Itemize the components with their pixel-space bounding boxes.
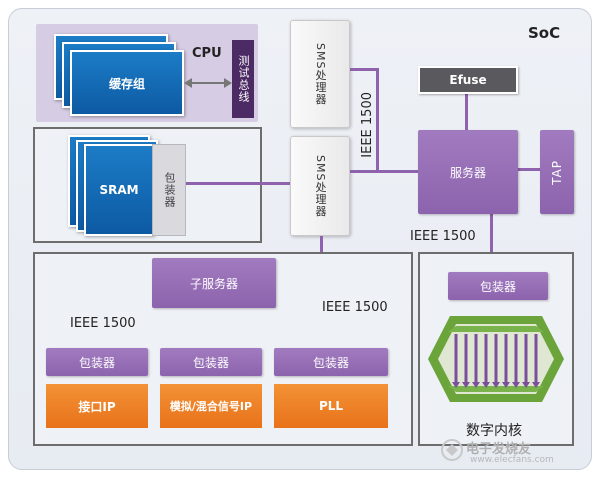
sram-wrapper: 包装器: [152, 144, 186, 236]
sub-server-block: 子服务器: [152, 258, 276, 308]
analog-mixed-ip-block: 模拟/混合信号IP: [160, 384, 262, 428]
watermark-text: 电子发烧友: [466, 442, 532, 457]
efuse-to-server-line: [465, 92, 468, 130]
wrapper-2: 包装器: [160, 348, 262, 376]
sram-block: SRAM: [84, 144, 154, 236]
interface-ip-block: 接口IP: [46, 384, 148, 428]
sram-wrapper-label: 包装器: [163, 172, 176, 208]
ieee-vertical-label: IEEE 1500: [360, 92, 375, 158]
server-block: 服务器: [418, 130, 518, 214]
core-wrapper: 包装器: [448, 272, 548, 300]
test-bus-label: 测试总线: [237, 55, 250, 103]
sms2-down-line: [320, 236, 323, 266]
wrapper-1: 包装器: [46, 348, 148, 376]
watermark-url: www.elecfans.com: [470, 455, 554, 465]
pll-block: PLL: [274, 384, 388, 428]
sms-processor-1-label: SMS处理器: [314, 42, 327, 106]
ieee-mid-label: IEEE 1500: [322, 300, 388, 315]
efuse-block: Efuse: [418, 66, 518, 94]
server-to-tap-line: [518, 168, 540, 171]
digital-core-label: 数字内核: [466, 423, 522, 439]
bidirectional-arrow-icon: [184, 78, 232, 88]
sms-to-server-line: [350, 170, 420, 173]
sms-processor-2: SMS处理器: [290, 136, 350, 236]
tap-block: TAP: [540, 130, 574, 214]
sms1-out-line: [350, 68, 378, 71]
sms-bus-vertical-line: [376, 68, 379, 172]
wrapper-3: 包装器: [274, 348, 388, 376]
ieee-left-label: IEEE 1500: [70, 316, 136, 331]
cpu-label: CPU: [192, 46, 222, 61]
sms-processor-1: SMS处理器: [290, 20, 350, 128]
sram-to-sms-line: [186, 182, 290, 185]
elecfans-logo-icon: [441, 439, 463, 461]
cache-group-block: 缓存组: [70, 50, 184, 116]
test-bus: 测试总线: [232, 40, 254, 118]
digital-core-graphic: [428, 316, 564, 402]
sms-processor-2-label: SMS处理器: [314, 154, 327, 218]
soc-label: SoC: [528, 24, 561, 42]
server-to-core-wrapper-line: [490, 214, 493, 270]
ieee-right-label: IEEE 1500: [410, 229, 476, 244]
tap-label: TAP: [550, 159, 564, 185]
